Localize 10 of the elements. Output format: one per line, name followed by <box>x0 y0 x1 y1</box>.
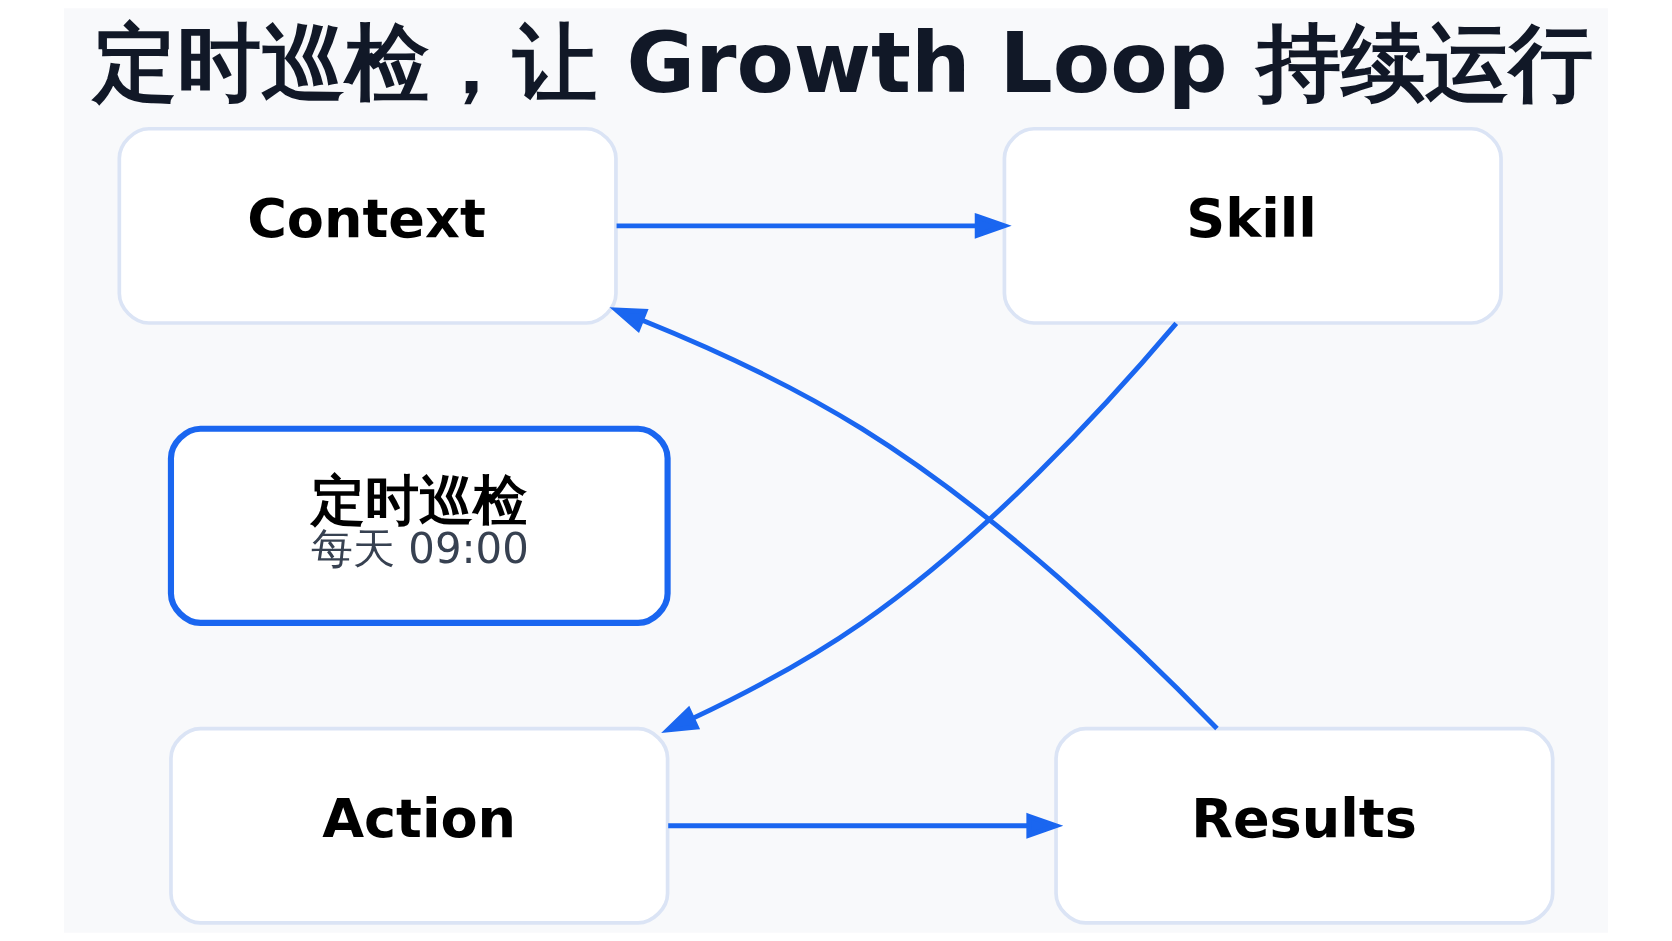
arrow <box>661 321 1179 733</box>
node-box: 定时巡检 每天 09:00 <box>167 425 671 626</box>
node-box: Action <box>169 726 670 925</box>
diagram-title: 定时巡检，让 Growth Loop 持续运行 <box>93 14 1593 113</box>
node-box: Results <box>1054 726 1555 925</box>
node-box: Context <box>117 126 618 325</box>
node-box: Skill <box>1002 126 1503 325</box>
arrow <box>616 212 1012 239</box>
arrow <box>668 812 1064 839</box>
arrow <box>609 307 1219 731</box>
